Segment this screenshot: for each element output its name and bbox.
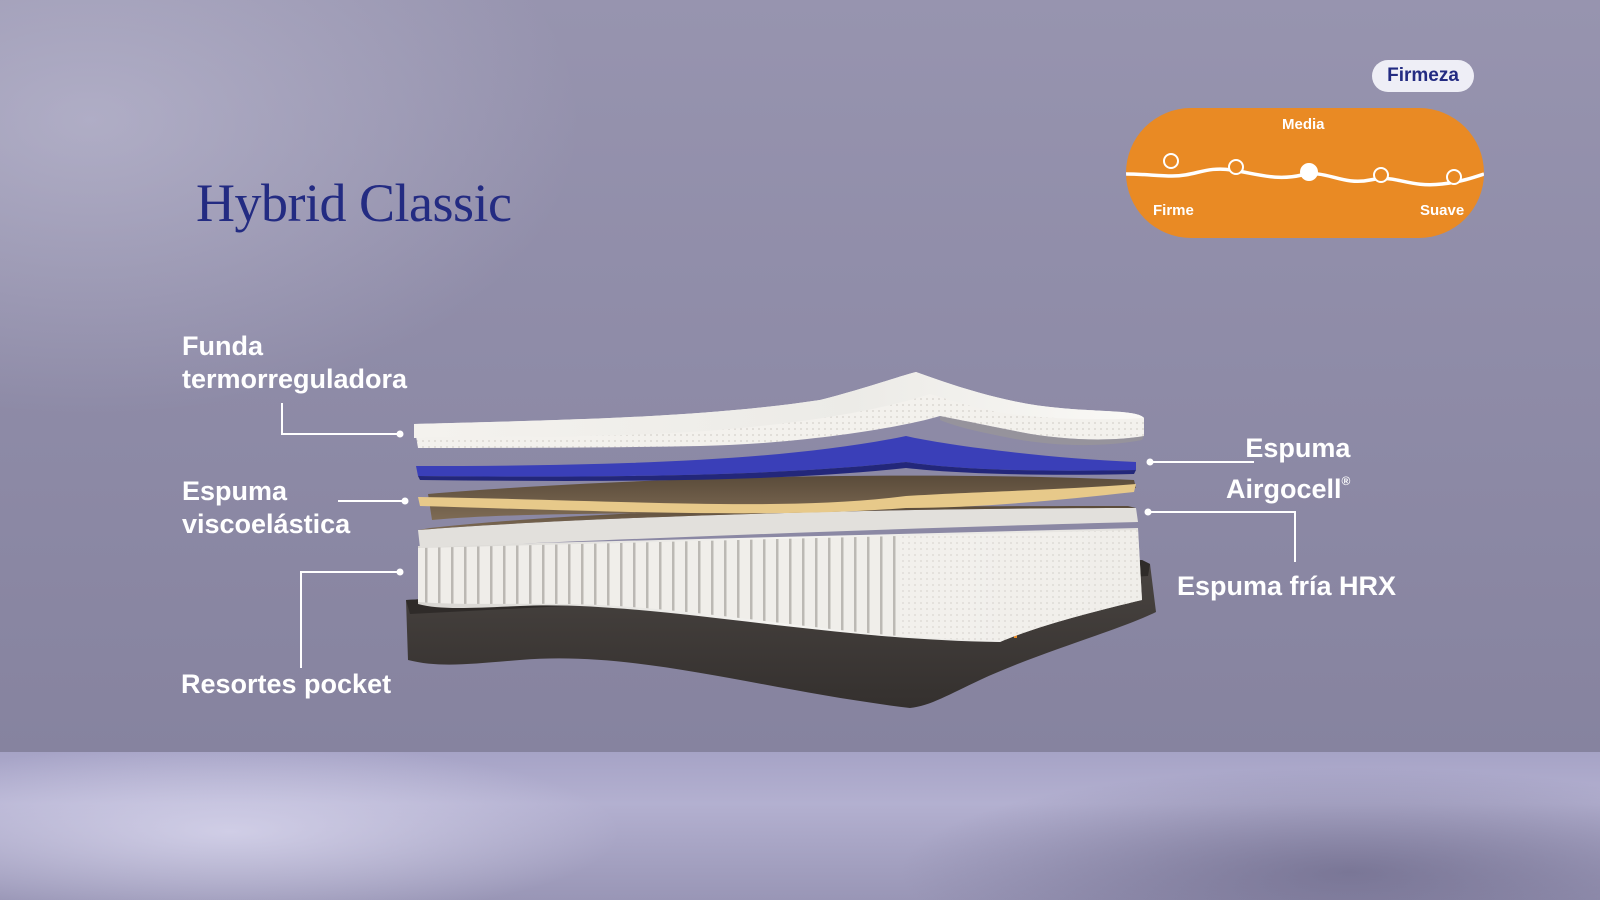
label-memory-foam: Espuma viscoelástica [182,475,350,541]
firmness-step-1[interactable] [1163,153,1179,169]
firmness-step-5[interactable] [1446,169,1462,185]
registered-mark: ® [1341,474,1351,488]
label-thermo-cover: Funda termorreguladora [182,330,407,396]
label-airgocell-foam: Espuma Airgocell® [1226,432,1350,506]
layer-memory-foam [418,475,1136,520]
firmness-scale: Media Firme Suave [1126,108,1484,238]
firmness-step-4[interactable] [1373,167,1389,183]
layer-airgocell-foam [416,436,1136,481]
leader-dot-airgo [1146,458,1154,466]
firmness-wave [1126,153,1484,187]
label-memory-foam-text: Espuma viscoelástica [182,476,351,539]
layer-thermo-cover [414,372,1144,448]
label-thermo-cover-text: Funda termorreguladora [182,331,408,394]
label-hrx-foam: Espuma fría HRX [1177,571,1397,601]
leader-dot-resortes [396,568,404,576]
background-floor [0,752,1600,900]
firmness-step-3-selected[interactable] [1300,163,1318,181]
label-airgocell-text: Espuma Airgocell [1226,433,1351,504]
label-pocket-springs: Resortes pocket [181,669,392,699]
leader-dot-visco [401,497,409,505]
firmness-left-label: Firme [1153,202,1194,219]
leader-resortes [300,571,400,668]
firmness-step-2[interactable] [1228,159,1244,175]
product-title: Hybrid Classic [196,173,512,233]
leader-dot-hrx [1144,508,1152,516]
firmness-mid-label: Media [1282,116,1325,133]
firmness-right-label: Suave [1420,202,1465,219]
leader-funda [281,403,400,435]
mattress-springs [418,528,1142,642]
leader-hrx [1148,511,1296,562]
leader-dot-funda [396,430,404,438]
firmness-badge: Firmeza [1372,60,1474,92]
